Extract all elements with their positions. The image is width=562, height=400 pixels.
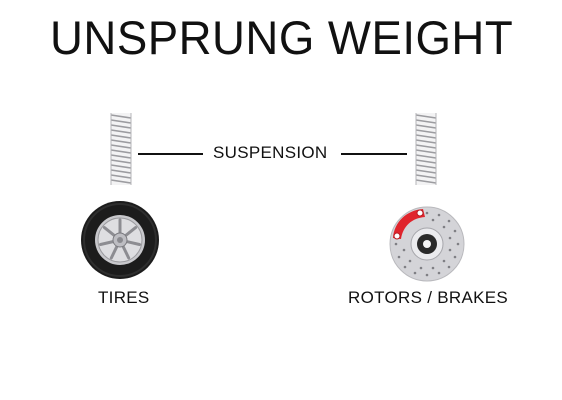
right-spring-icon [414, 112, 438, 191]
coil-spring-svg [415, 113, 437, 185]
tires-label: TIRES [98, 288, 150, 307]
left-spring-icon [109, 112, 133, 191]
diagram-title: UNSPRUNG WEIGHT [50, 11, 514, 64]
tire-svg [81, 201, 159, 279]
brake-rotor-svg [389, 206, 465, 282]
suspension-connector-right [341, 153, 407, 155]
coil-spring-svg [110, 113, 132, 185]
tire-icon [80, 200, 160, 285]
suspension-connector-left [138, 153, 203, 155]
suspension-label: SUSPENSION [213, 143, 328, 162]
brake-rotor-icon [385, 204, 465, 289]
rotors-brakes-label: ROTORS / BRAKES [348, 288, 509, 307]
